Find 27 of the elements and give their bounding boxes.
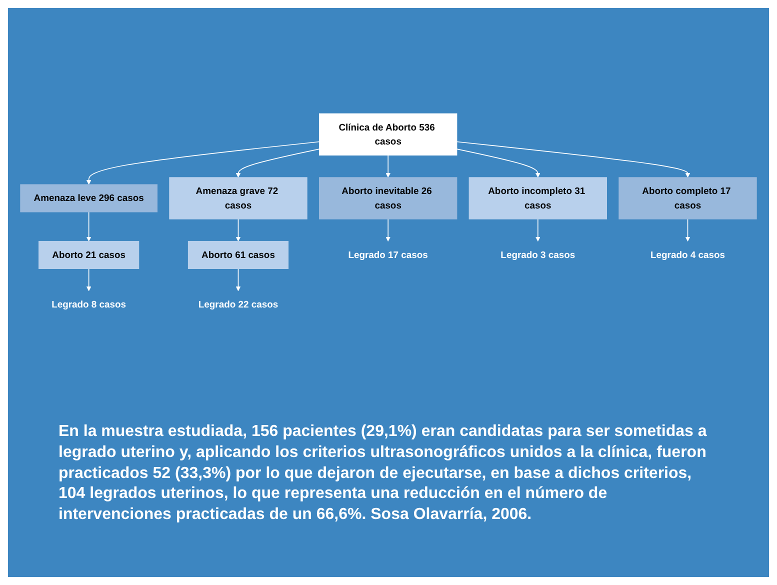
node-text: Legrado 17 casos <box>348 250 428 260</box>
panel-background: Clínica de Aborto 536 casos Amenaza leve 296 casos Amenaza grave 72 casos Aborto inevitable 26 casos Aborto incompleto 31 casos Aborto completo 17 casos Aborto 21 casos Aborto 61 casos Legrado 17 casos Legrado 3 casos Legrado 4 casos Legrado 8 casos Legrado 22 casos En la muestra estudiada, 156 pacientes (29,1%) eran candidatas para ser sometidas a legrado uterino y, aplicando los criterios ultrasonográficos unidos a la clínica, fueron practicados 52 (33,3%) por lo que dejaron de ejecutarse, en base a dichos criterios, 104 legrados uterinos, lo que representa una reducción en el número de intervenciones practicadas de un 66,6%. Sosa Olavarría, 2006. <box>8 8 769 577</box>
node-box <box>188 240 289 269</box>
node-text: Legrado 4 casos <box>650 250 725 260</box>
arrow <box>236 268 241 292</box>
arrow <box>456 148 540 178</box>
node-box <box>618 177 757 220</box>
caption: En la muestra estudiada, 156 pacientes (29,1%) eran candidatas para ser sometidas a legrado uterino y, aplicando los criterios ultrasonográficos unidos a la clínica, fueron practicados 52 (33,3%) por lo que dejaron de ejecutarse, en base a dichos criterios, 104 legrados uterinos, lo que representa una reducción en el número de intervenciones practicadas de un 66,6%. Sosa Olavarría, 2006. <box>58 422 708 526</box>
arrow <box>685 218 690 242</box>
node-box <box>318 177 458 220</box>
node-box <box>20 184 158 212</box>
arrow <box>386 218 391 242</box>
arrow <box>86 268 92 292</box>
node-text: Legrado 3 casos <box>500 250 576 260</box>
arrow <box>456 141 690 178</box>
arrow <box>535 218 540 242</box>
node-box <box>318 113 458 156</box>
arrow <box>86 141 320 185</box>
arrow <box>236 218 241 242</box>
node-box <box>468 177 607 220</box>
arrow <box>386 154 391 178</box>
arrow <box>86 212 92 242</box>
node-text: Legrado 8 casos <box>52 299 126 310</box>
arrow <box>236 148 320 178</box>
node-text: Legrado 22 casos <box>198 299 278 310</box>
node-box <box>169 177 308 220</box>
node-box <box>38 240 140 269</box>
